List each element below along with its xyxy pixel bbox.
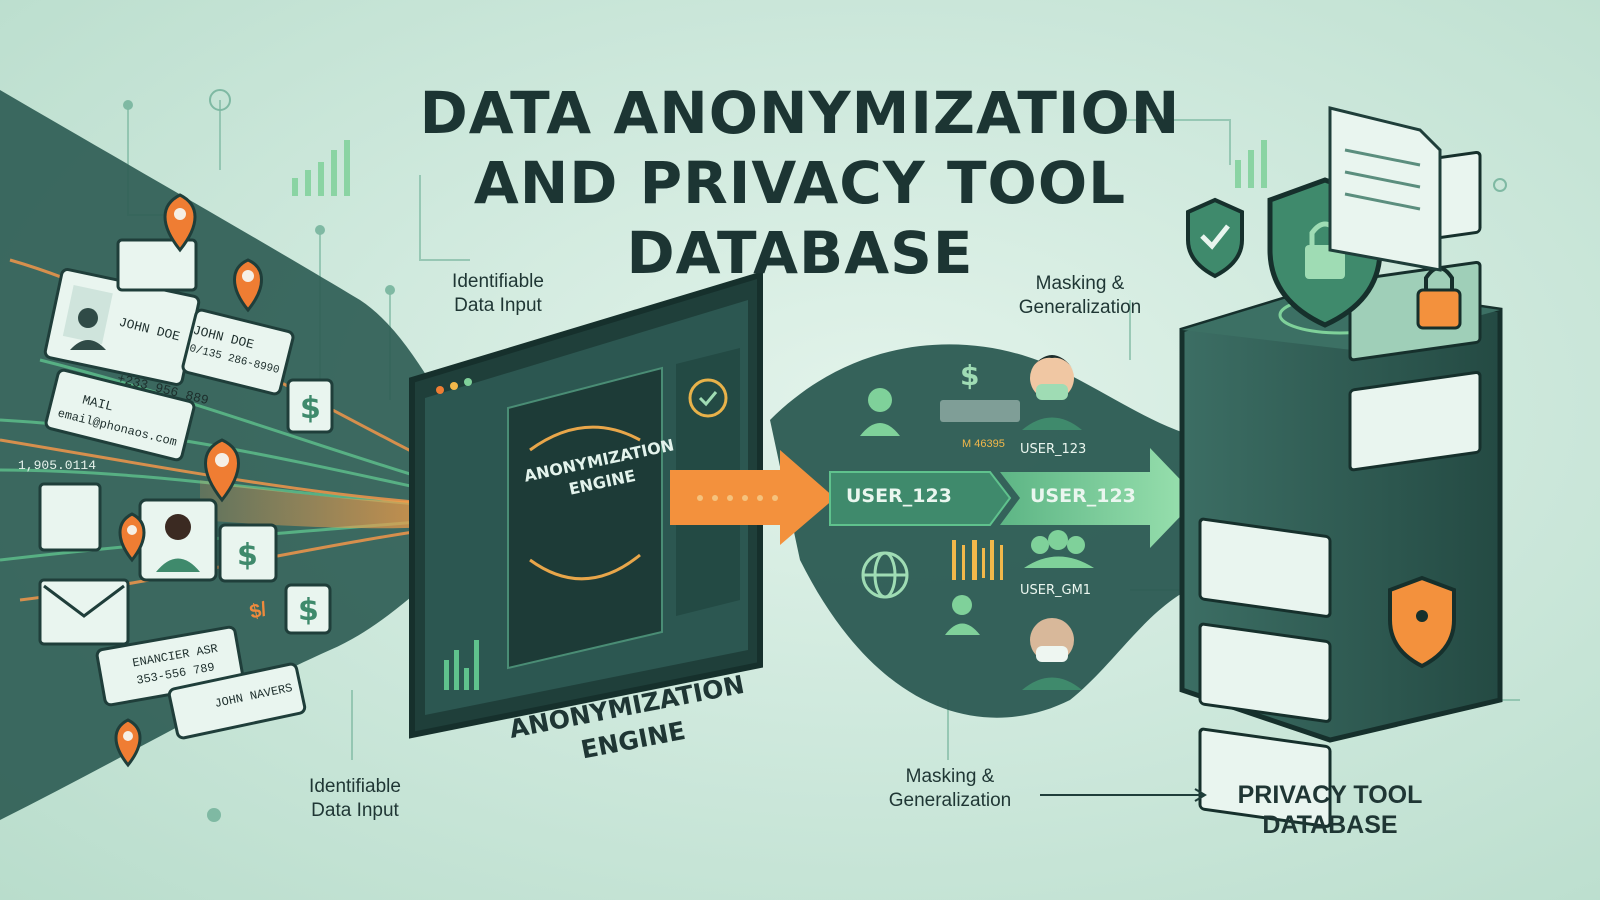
- caption-line: Masking &: [1035, 273, 1125, 294]
- masked-elder-icon: [1022, 618, 1082, 690]
- caption-line: Generalization: [888, 790, 1012, 811]
- input-card-profile: [116, 238, 198, 292]
- blurred-text-bar: [940, 400, 1020, 422]
- dollar-icon: $: [960, 359, 979, 392]
- input-card-mail: [38, 578, 130, 646]
- dollar-card-1: [286, 378, 334, 434]
- caption-line: Data Input: [454, 295, 542, 316]
- page-title: DATA ANONYMIZATION AND PRIVACY TOOL DATA…: [380, 78, 1220, 288]
- caption-line: Data Input: [311, 800, 399, 821]
- caption-line: PRIVACY TOOL: [1237, 781, 1423, 809]
- document-icon: [1328, 106, 1442, 272]
- shield-check-icon: [1186, 197, 1244, 279]
- input-card-woman: [138, 498, 218, 582]
- masked-face-icon: [1022, 355, 1082, 430]
- orange-arrow-output: [670, 450, 835, 545]
- caption-line: Masking &: [905, 766, 995, 787]
- number-stream: 1,905.0114: [18, 458, 97, 473]
- person-icons: [860, 388, 1094, 635]
- caption-masking-bottom: Masking & Generalization: [870, 765, 1030, 813]
- user-arrow-2: [1000, 448, 1198, 548]
- user-tag-small: USER_123: [1020, 442, 1087, 457]
- dollar-icon: $: [300, 391, 321, 426]
- orange-shield-lock-icon: [1388, 575, 1456, 669]
- dollar-card-3: [284, 583, 332, 635]
- caption-identifiable-bottom: Identifiable Data Input: [285, 775, 425, 823]
- caption-identifiable-top: Identifiable Data Input: [428, 270, 568, 318]
- title-line-3: DATABASE: [626, 219, 974, 287]
- title-line-1: DATA ANONYMIZATION: [419, 79, 1181, 147]
- location-pin-icons: [114, 193, 263, 768]
- barcode-icon: [952, 540, 1003, 580]
- dotted-trail: [697, 495, 778, 501]
- input-card-document: [38, 482, 102, 552]
- caption-line: Identifiable: [309, 776, 401, 797]
- user-arrow-1: [829, 471, 1012, 526]
- user-group-tag: USER_GM1: [1020, 583, 1092, 598]
- caption-masking-top: Masking & Generalization: [1005, 272, 1155, 320]
- input-card-john-doe-2: [181, 308, 295, 396]
- input-card-john-navers: [167, 662, 307, 740]
- dollar-icon: $: [237, 538, 258, 573]
- caption-line: Generalization: [1018, 297, 1142, 318]
- user-tag-2: USER_123: [1030, 485, 1136, 507]
- masked-code: M 46395: [962, 438, 1005, 450]
- caption-privacy-database: PRIVACY TOOL DATABASE: [1220, 780, 1440, 840]
- dollar-card-2: [218, 523, 278, 583]
- title-line-2: AND PRIVACY TOOL: [473, 149, 1127, 217]
- globe-icon: [861, 551, 909, 599]
- anonymization-flow-band: [770, 344, 1210, 718]
- circuit-nodes: [123, 89, 1507, 822]
- orange-arrow-input: [200, 465, 525, 560]
- mini-bar-chart: [292, 140, 1267, 196]
- caption-line: Identifiable: [452, 271, 544, 292]
- input-card-john-doe: [43, 268, 201, 386]
- input-card-email: [44, 368, 196, 462]
- caption-line: DATABASE: [1262, 811, 1398, 839]
- user-tag-1: USER_123: [846, 485, 952, 507]
- dollar-icon: $: [298, 593, 319, 628]
- anonymization-engine-monitor: [409, 270, 763, 739]
- label-pointer-arrow: [1040, 788, 1207, 802]
